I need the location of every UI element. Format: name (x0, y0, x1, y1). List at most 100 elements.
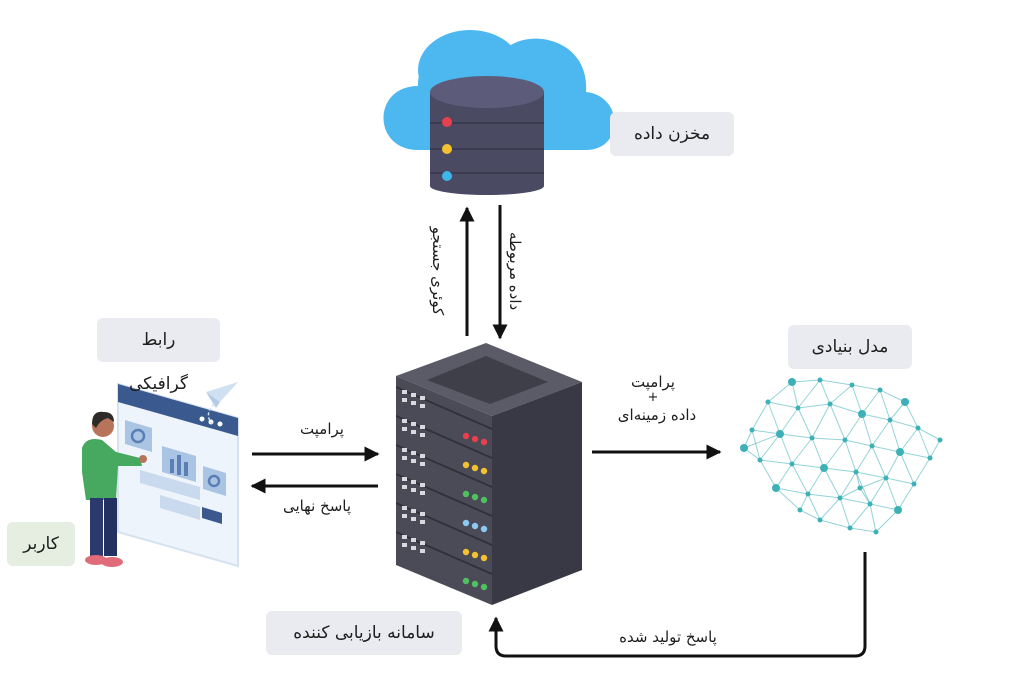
network-link (875, 509, 899, 533)
final-answer-arrow-label: پاسخ نهایی (282, 497, 352, 515)
rack-led (471, 435, 479, 443)
network-link (839, 471, 857, 499)
network-node (788, 378, 796, 386)
network-node (805, 491, 811, 497)
network-node (873, 529, 879, 535)
data-store-label: مخزن داده (610, 112, 734, 156)
retrieval-system-label: سامانه بازیابی کننده (266, 611, 462, 655)
rack-led (462, 461, 470, 469)
network-link (889, 419, 901, 453)
network-link (791, 463, 825, 469)
network-link (811, 437, 846, 441)
network-node (937, 437, 943, 443)
network-node (757, 457, 763, 463)
rack-vent (402, 448, 407, 452)
rack-vent (411, 422, 416, 426)
network-link (807, 467, 825, 495)
network-link (859, 487, 871, 505)
network-link (885, 451, 901, 479)
network-node (857, 485, 863, 491)
rack-vent (402, 514, 407, 518)
rack-led (480, 525, 488, 533)
network-link (879, 389, 906, 403)
gui-window-icon (117, 382, 239, 568)
network-link (759, 459, 793, 465)
gui-label: رابط گرافیکی (97, 318, 220, 394)
network-link (819, 379, 853, 386)
rack-vent (420, 404, 425, 408)
rack-vent (411, 451, 416, 455)
prompt-context-plus: + (647, 390, 659, 405)
network-link (807, 493, 821, 521)
network-node (915, 425, 921, 431)
network-link (791, 463, 809, 495)
rack-led (471, 522, 479, 530)
network-link (899, 451, 931, 459)
rack-vent (402, 456, 407, 460)
network-node (776, 430, 784, 438)
network-link (885, 477, 899, 511)
rack-vent (402, 427, 407, 431)
network-link (829, 384, 853, 405)
network-link (885, 477, 915, 485)
network-link (913, 457, 931, 485)
network-link (811, 437, 825, 469)
network-link (799, 493, 809, 511)
network-link (823, 467, 857, 473)
network-link (861, 389, 881, 415)
network-link (855, 471, 861, 489)
rack-vent (420, 462, 425, 466)
network-link (851, 384, 881, 391)
network-link (767, 401, 799, 409)
network-node (869, 443, 875, 449)
network-link (879, 389, 891, 421)
rack-vent (402, 535, 407, 539)
network-link (775, 487, 809, 495)
rack-vent (411, 538, 416, 542)
database-icon (430, 76, 544, 195)
network-link (869, 477, 887, 505)
network-node (911, 481, 917, 487)
rack-vent (402, 506, 407, 510)
network-node (765, 399, 771, 405)
rack-vent (420, 491, 425, 495)
network-node (896, 448, 904, 456)
rack-vent (411, 546, 416, 550)
rack-vent (402, 419, 407, 423)
network-link (823, 439, 846, 469)
network-link (819, 379, 831, 405)
rack-led (462, 577, 470, 585)
network-link (829, 403, 846, 441)
rack-led (462, 548, 470, 556)
generated-answer-arrow (488, 552, 867, 658)
network-link (775, 463, 793, 489)
network-link (861, 413, 873, 447)
prompt-context-label-1: پرامپت (631, 373, 675, 391)
network-link (791, 381, 799, 409)
network-link (799, 509, 821, 521)
network-link (819, 497, 841, 521)
network-link (767, 381, 793, 403)
rack-vent (411, 459, 416, 463)
rack-vent (402, 390, 407, 394)
generated-answer-label: پاسخ تولید شده (619, 628, 717, 646)
network-link (871, 419, 891, 447)
network-node (847, 525, 853, 531)
network-node (858, 410, 866, 418)
rack-vent (411, 488, 416, 492)
network-node (772, 484, 780, 492)
network-link (904, 401, 919, 429)
rack-vent (420, 520, 425, 524)
network-link (839, 497, 851, 529)
network-node (842, 437, 848, 443)
network-link (797, 403, 831, 409)
network-link (767, 401, 781, 435)
network-link (823, 467, 841, 499)
network-node (817, 517, 823, 523)
network-node (789, 461, 795, 467)
rack-vent (420, 396, 425, 400)
rack-vent (402, 485, 407, 489)
rack-vent (420, 549, 425, 553)
network-node (867, 501, 873, 507)
